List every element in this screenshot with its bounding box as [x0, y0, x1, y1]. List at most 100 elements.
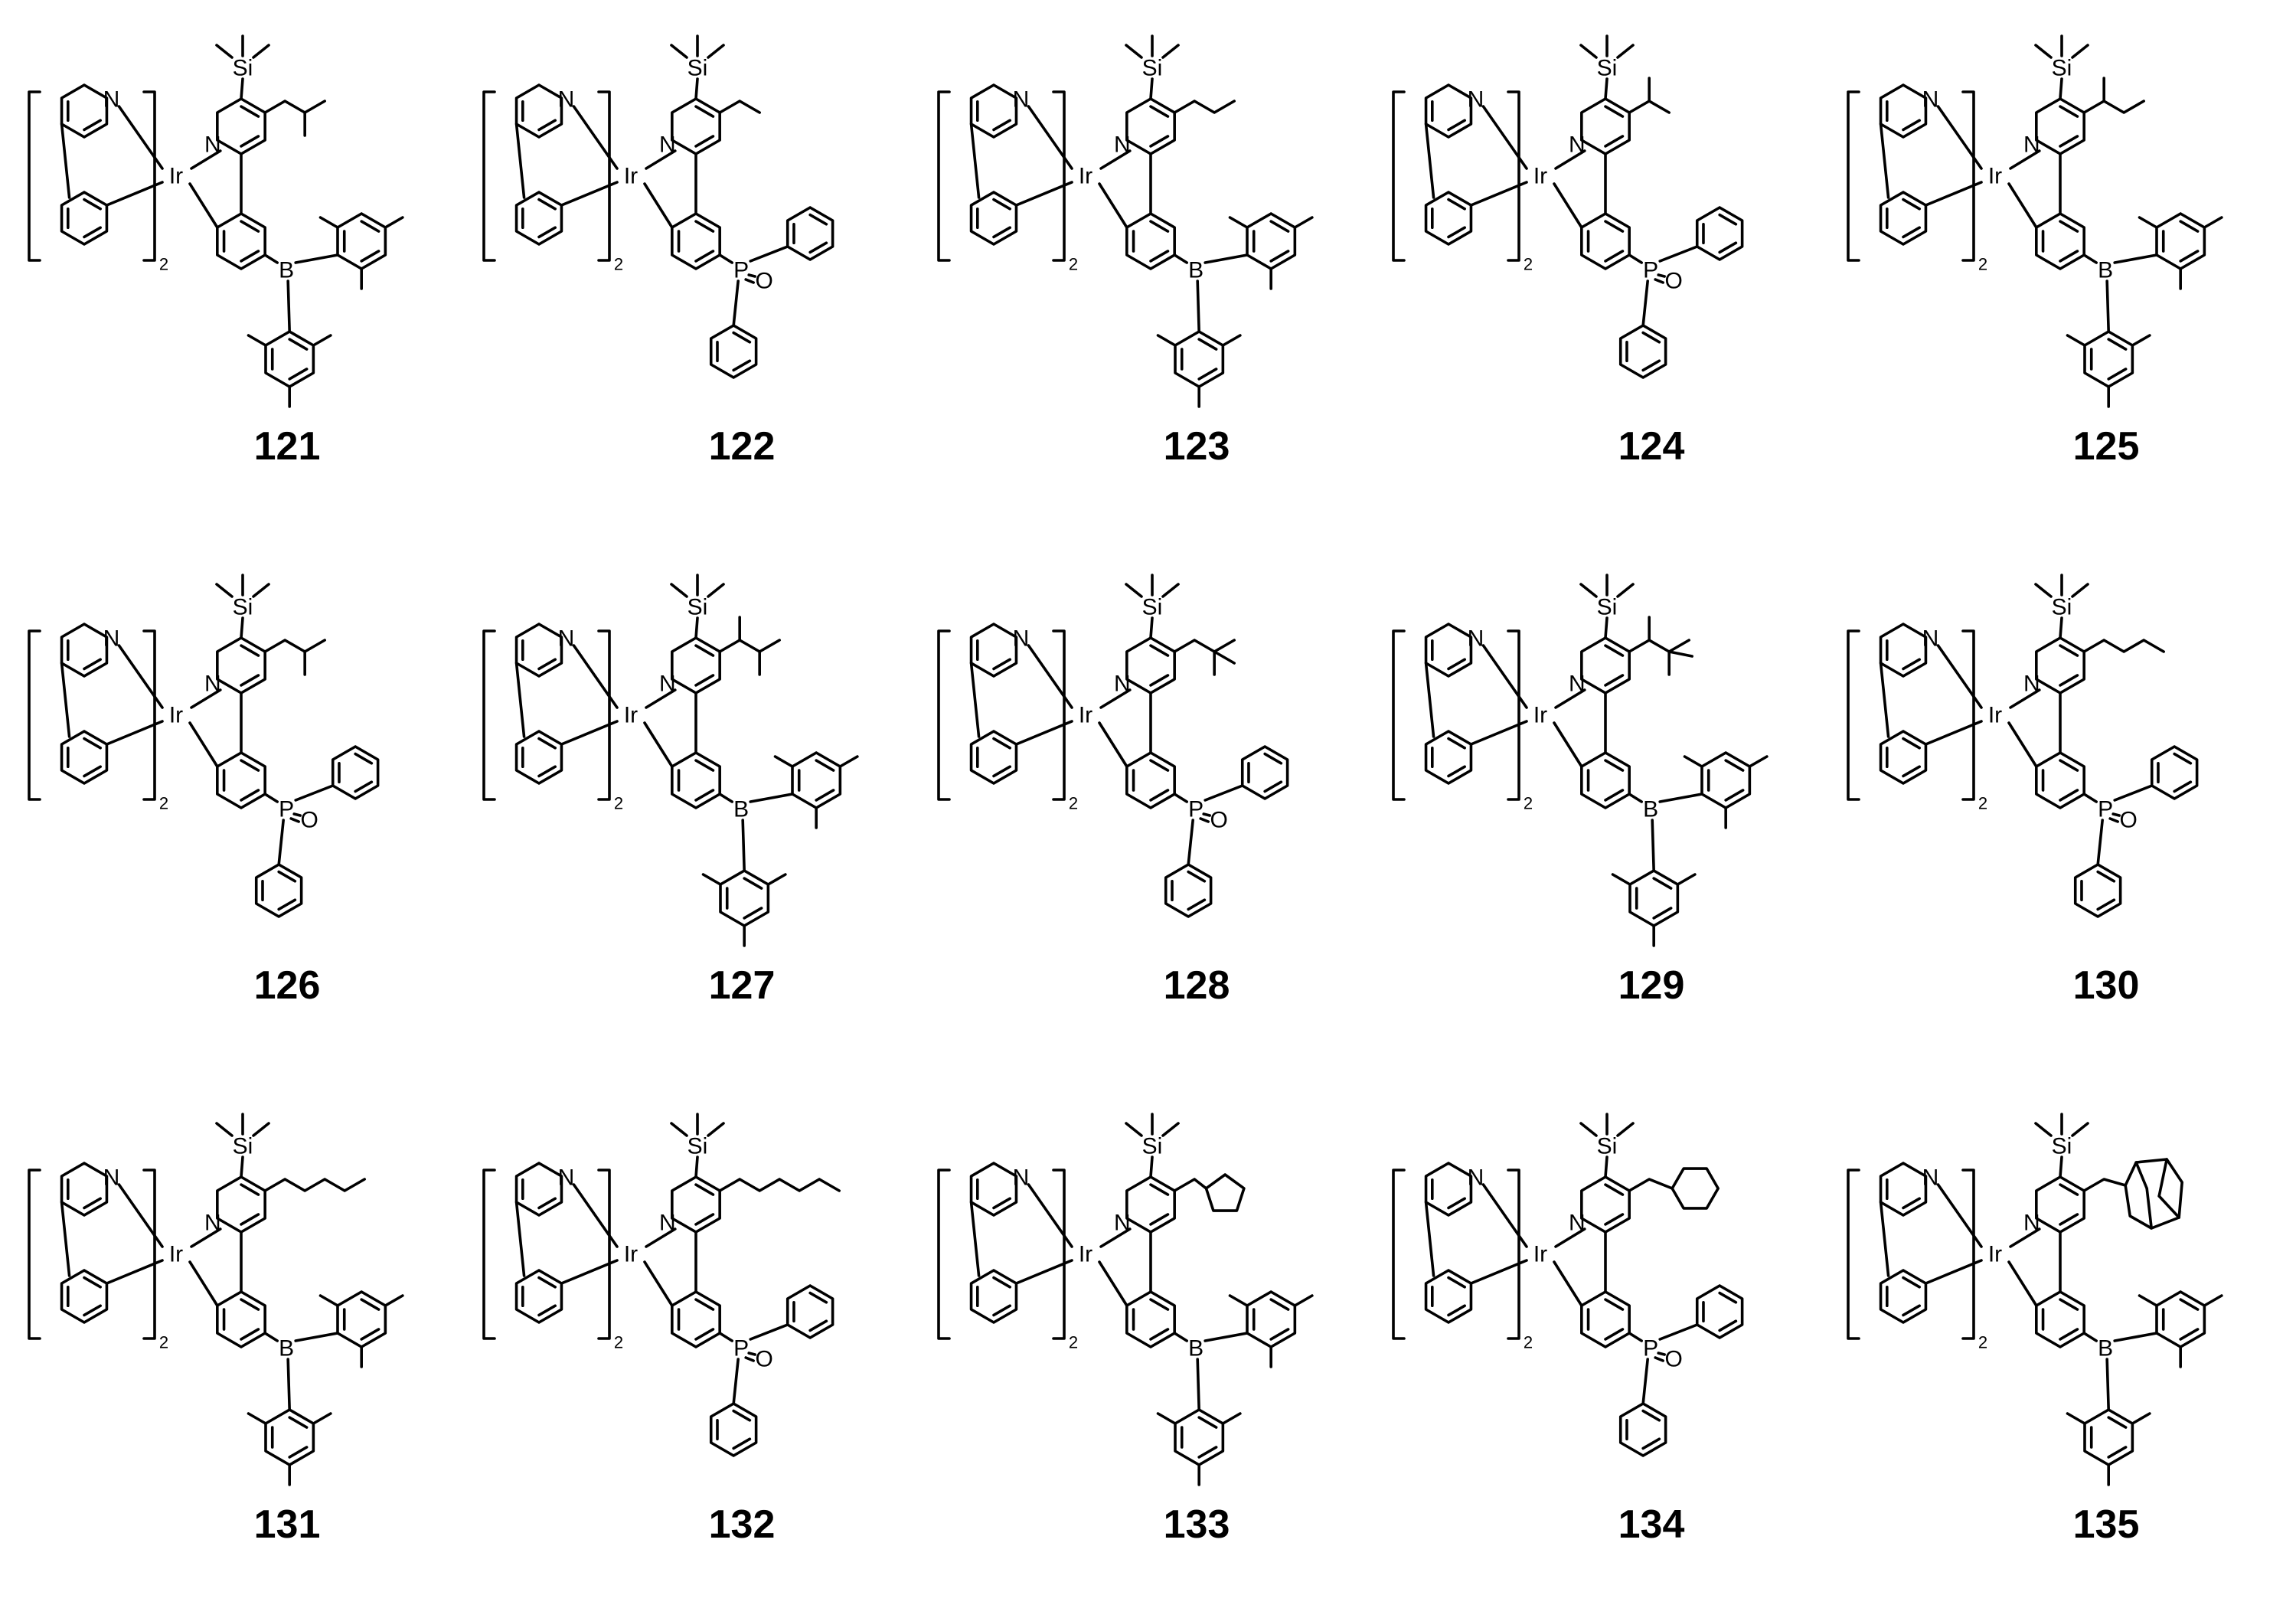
- mesityl-right: [320, 214, 402, 289]
- nitrogen-atom-label: N: [1013, 1165, 1030, 1191]
- nitrogen-atom-label: N: [1922, 1165, 1939, 1191]
- mesityl-bottom: [1612, 871, 1694, 946]
- iridium-atom-label: Ir: [624, 164, 638, 189]
- bracket-subscript: 2: [1978, 255, 1987, 274]
- compound-label: 128: [1164, 963, 1230, 1008]
- alkyl-sec-butyl-chain: [2084, 78, 2144, 113]
- compound-label: 134: [1618, 1502, 1685, 1547]
- compound-125: N2IrNSiB125: [1848, 36, 2222, 469]
- silicon-atom-label: Si: [687, 1134, 708, 1159]
- mesityl-right: [320, 1292, 402, 1367]
- nitrogen-atom-label: N: [1468, 626, 1484, 652]
- iridium-atom-label: Ir: [624, 703, 638, 728]
- nitrogen-atom-label: N: [103, 87, 120, 113]
- silicon-atom-label: Si: [1142, 56, 1163, 81]
- mesityl-bottom: [2067, 332, 2149, 407]
- nitrogen-atom-label: N: [1922, 626, 1939, 652]
- alkyl-hexyl-chain: [720, 1179, 839, 1191]
- nitrogen-atom-label: N: [558, 87, 575, 113]
- bracket-subscript: 2: [1069, 1333, 1078, 1352]
- iridium-atom-label: Ir: [169, 164, 183, 189]
- silicon-atom-label: Si: [1597, 1134, 1618, 1159]
- mesityl-right: [1684, 753, 1766, 828]
- iridium-atom-label: Ir: [1988, 703, 2002, 728]
- mesityl-bottom: [248, 1410, 330, 1485]
- boron-atom-label: B: [279, 258, 294, 283]
- alkyl-cyclohexylmethyl-chain: [1629, 1169, 1718, 1208]
- boron-atom-label: B: [2098, 1336, 2113, 1361]
- oxygen-atom-label: O: [1665, 269, 1683, 294]
- alkyl-cyclopentylmethyl-chain: [1174, 1175, 1244, 1211]
- bracket-subscript: 2: [159, 794, 168, 813]
- silicon-atom-label: Si: [233, 1134, 253, 1159]
- oxygen-atom-label: O: [756, 1347, 773, 1372]
- compound-label: 133: [1164, 1502, 1230, 1547]
- silicon-atom-label: Si: [2052, 56, 2072, 81]
- ppy-ligand-bracket: N2: [939, 85, 1078, 274]
- mesityl-right: [1230, 1292, 1311, 1367]
- ppy-ligand-bracket: N2: [1848, 85, 1987, 274]
- ppy-ligand-bracket: N2: [1848, 1163, 1987, 1352]
- compound-132: N2IrNSiPO132: [484, 1114, 839, 1547]
- compound-label: 126: [254, 963, 321, 1008]
- nitrogen-atom-label: N: [103, 1165, 120, 1191]
- ppy-ligand-bracket: N2: [939, 624, 1078, 813]
- oxygen-atom-label: O: [2120, 808, 2138, 833]
- mesityl-bottom: [1158, 332, 1239, 407]
- silicon-atom-label: Si: [2052, 1134, 2072, 1159]
- compound-label: 125: [2073, 424, 2140, 469]
- compound-126: N2IrNSiPO126: [29, 575, 378, 1008]
- iridium-atom-label: Ir: [1533, 1242, 1547, 1267]
- mesityl-right: [2139, 214, 2221, 289]
- bracket-subscript: 2: [1524, 255, 1533, 274]
- iridium-atom-label: Ir: [1988, 1242, 2002, 1267]
- iridium-atom-label: Ir: [1079, 1242, 1092, 1267]
- mesityl-bottom: [2067, 1410, 2149, 1485]
- ppy-ligand-bracket: N2: [1393, 1163, 1533, 1352]
- compound-label: 121: [254, 424, 321, 469]
- alkyl-adamantylmethyl-chain: [2084, 1159, 2182, 1228]
- compound-124: N2IrNSiPO124: [1393, 36, 1742, 469]
- bracket-subscript: 2: [614, 255, 623, 274]
- bracket-subscript: 2: [614, 794, 623, 813]
- boron-atom-label: B: [1643, 797, 1658, 822]
- alkyl-3,3-dimethylbutan-2-yl-chain: [1629, 617, 1692, 675]
- nitrogen-atom-label: N: [1468, 1165, 1484, 1191]
- compound-label: 131: [254, 1502, 321, 1547]
- nitrogen-atom-label: N: [1468, 87, 1484, 113]
- silicon-atom-label: Si: [1597, 56, 1618, 81]
- mesityl-bottom: [248, 332, 330, 407]
- iridium-atom-label: Ir: [1079, 164, 1092, 189]
- compound-label: 130: [2073, 963, 2140, 1008]
- ppy-ligand-bracket: N2: [1848, 624, 1987, 813]
- boron-atom-label: B: [2098, 258, 2113, 283]
- bracket-subscript: 2: [1978, 794, 1987, 813]
- compound-label: 122: [709, 424, 776, 469]
- alkyl-isopropyl-chain: [1629, 78, 1669, 113]
- bracket-subscript: 2: [614, 1333, 623, 1352]
- bracket-subscript: 2: [159, 1333, 168, 1352]
- boron-atom-label: B: [733, 797, 749, 822]
- bracket-subscript: 2: [1069, 255, 1078, 274]
- nitrogen-atom-label: N: [558, 1165, 575, 1191]
- alkyl-isobutyl-chain: [265, 101, 325, 136]
- oxygen-atom-label: O: [1665, 1347, 1683, 1372]
- silicon-atom-label: Si: [1142, 595, 1163, 620]
- ppy-ligand-bracket: N2: [484, 1163, 623, 1352]
- iridium-atom-label: Ir: [1533, 164, 1547, 189]
- ppy-ligand-bracket: N2: [29, 85, 168, 274]
- iridium-atom-label: Ir: [624, 1242, 638, 1267]
- alkyl-butyl-chain: [2084, 640, 2164, 652]
- silicon-atom-label: Si: [687, 595, 708, 620]
- boron-atom-label: B: [279, 1336, 294, 1361]
- compound-130: N2IrNSiPO130: [1848, 575, 2197, 1008]
- compound-label: 129: [1618, 963, 1685, 1008]
- nitrogen-atom-label: N: [558, 626, 575, 652]
- boron-atom-label: B: [1188, 1336, 1204, 1361]
- bracket-subscript: 2: [1524, 1333, 1533, 1352]
- compound-128: N2IrNSiPO128: [939, 575, 1288, 1008]
- nitrogen-atom-label: N: [1013, 626, 1030, 652]
- oxygen-atom-label: O: [301, 808, 318, 833]
- compound-label: 123: [1164, 424, 1230, 469]
- bracket-subscript: 2: [1524, 794, 1533, 813]
